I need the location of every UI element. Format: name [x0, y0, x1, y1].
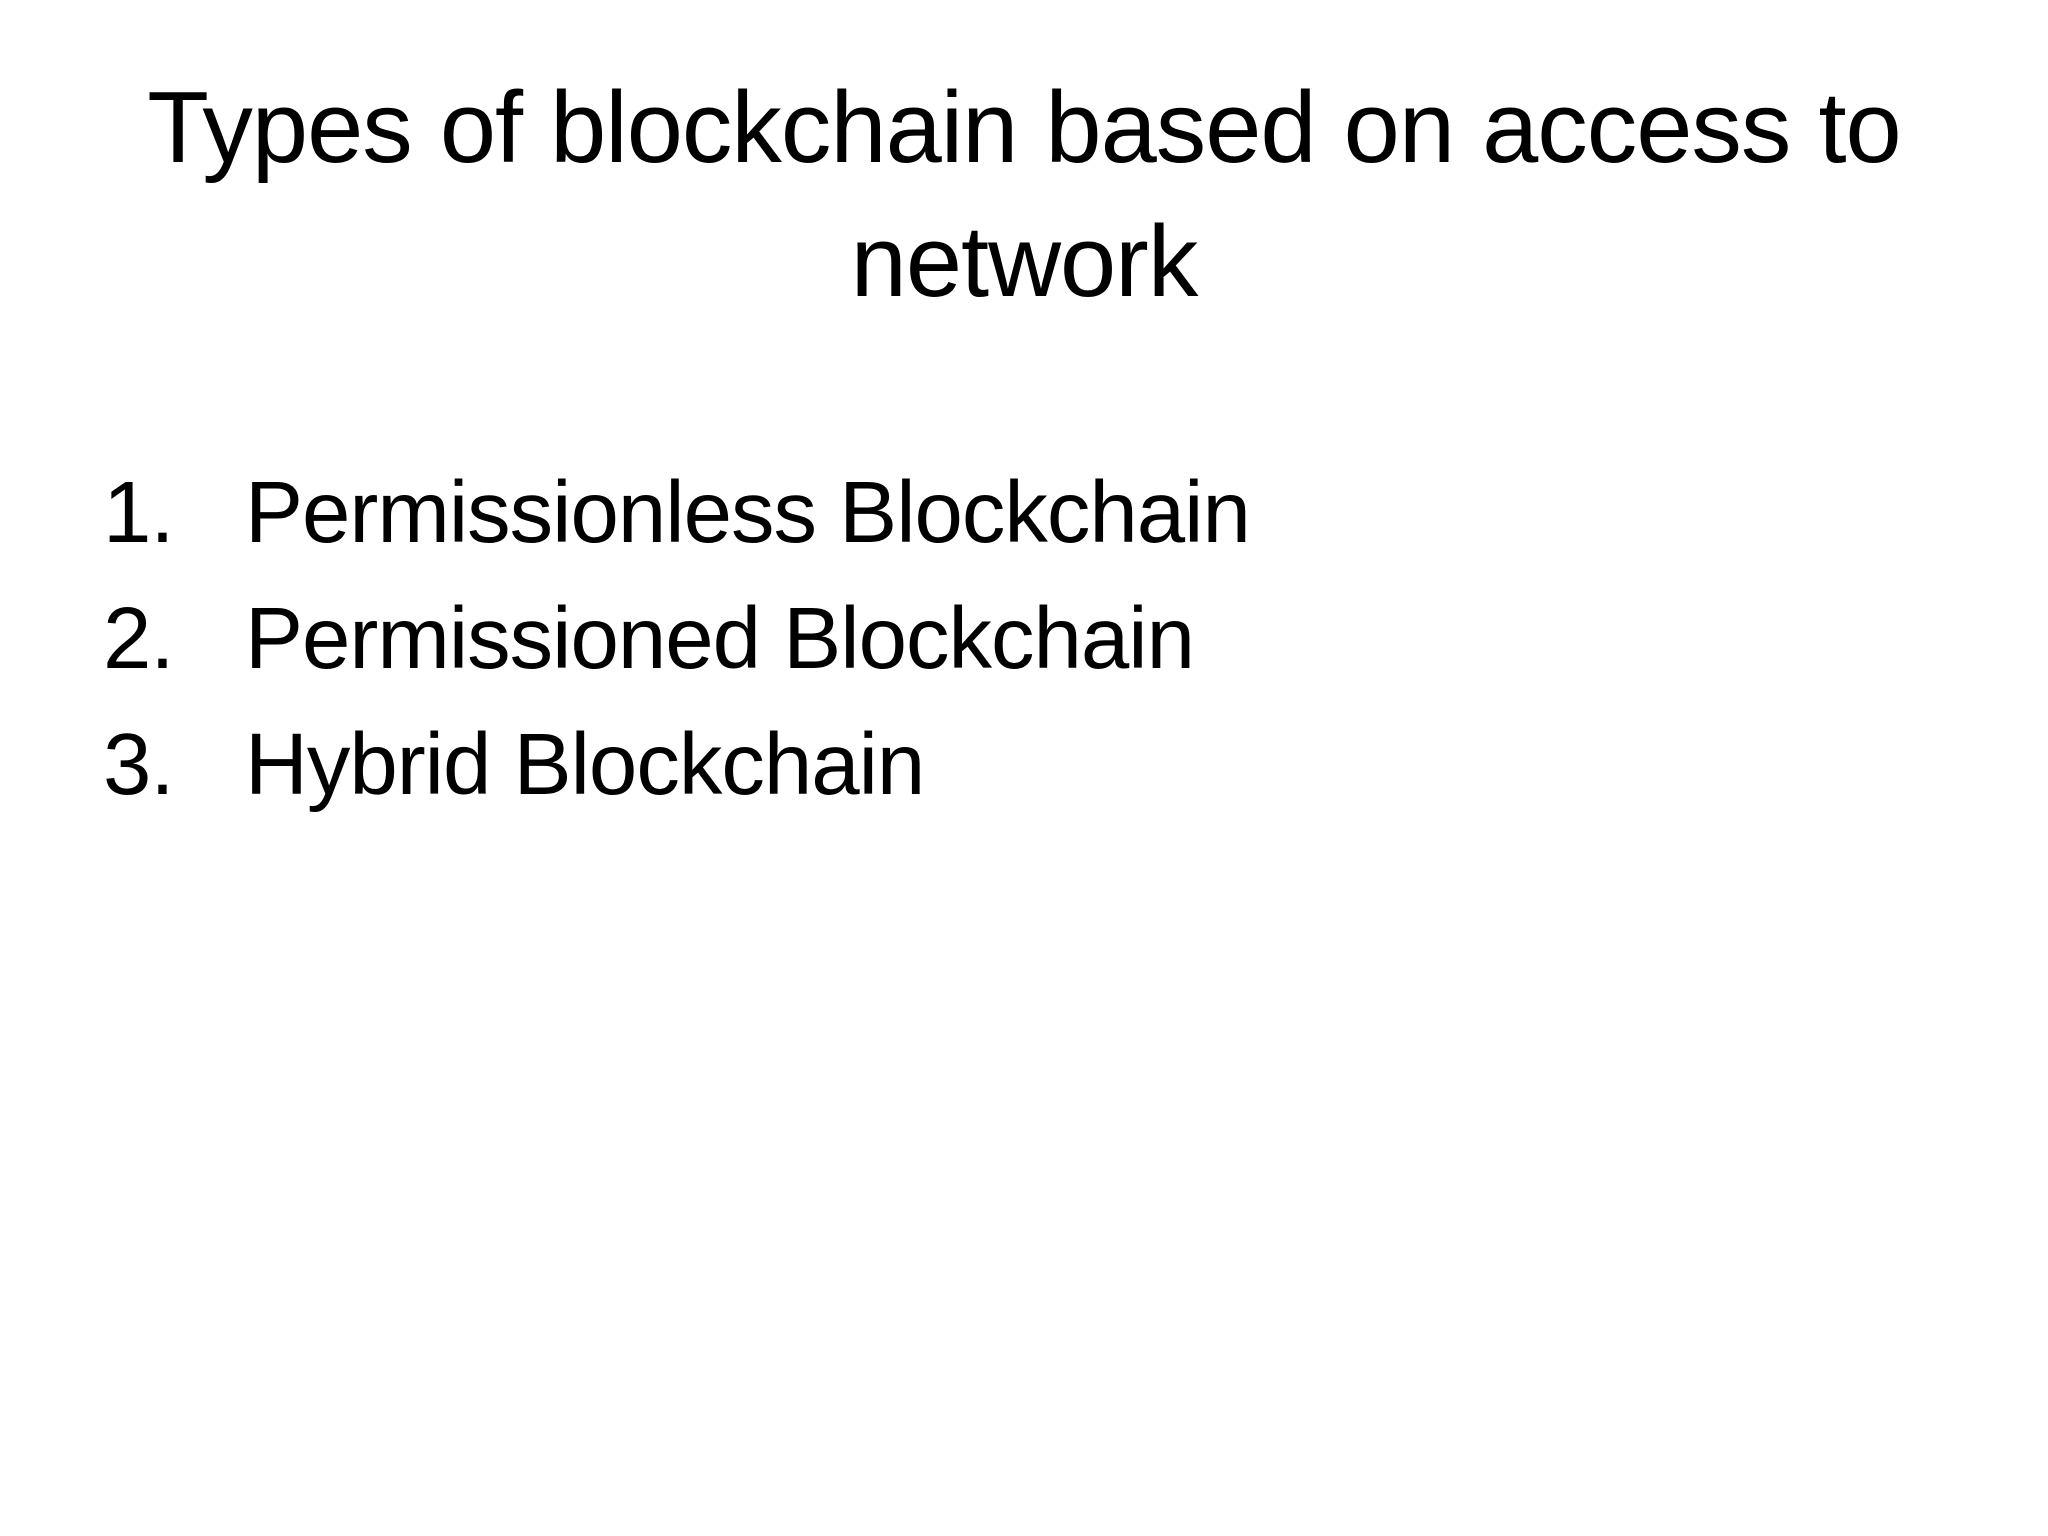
list-item: 2. Permissioned Blockchain	[0, 576, 2048, 702]
list-item-number: 1.	[103, 464, 175, 561]
list-item-label: Permissionless Blockchain	[245, 464, 1251, 561]
list-item-label: Hybrid Blockchain	[245, 716, 925, 813]
blockchain-types-list: 1. Permissionless Blockchain 2. Permissi…	[0, 450, 2048, 828]
list-item-number: 2.	[103, 590, 175, 687]
list-item: 3. Hybrid Blockchain	[0, 702, 2048, 828]
slide-title: Types of blockchain based on access to n…	[147, 72, 1901, 318]
list-item: 1. Permissionless Blockchain	[0, 450, 2048, 576]
list-item-label: Permissioned Blockchain	[245, 590, 1195, 687]
list-item-number: 3.	[103, 716, 175, 813]
